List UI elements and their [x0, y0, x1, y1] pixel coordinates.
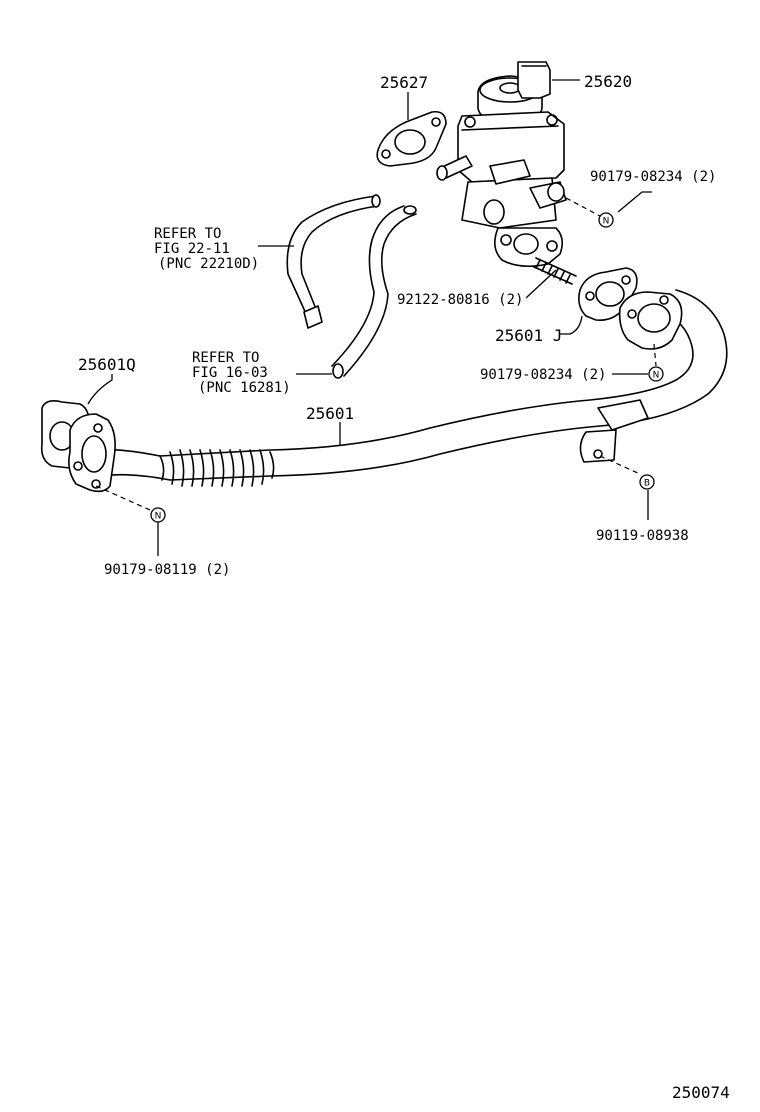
refer-note-1-line3: (PNC 22210D) [158, 256, 259, 272]
label-90119-08938: 90119-08938 [596, 528, 689, 544]
svg-text:B: B [644, 479, 650, 489]
label-25601j: 25601 J [495, 326, 562, 345]
label-25620: 25620 [584, 72, 632, 91]
refer-note-1-line1: REFER TO [154, 226, 221, 242]
label-90179-08119: 90179-08119 (2) [104, 562, 230, 578]
label-90179-08234-lower: 90179-08234 (2) [480, 367, 606, 383]
symbol-n-3: N [150, 507, 166, 523]
label-92122-80816: 92122-80816 (2) [397, 292, 523, 308]
symbol-n-2: N [648, 366, 664, 382]
svg-text:N: N [603, 217, 610, 227]
label-25601q: 25601Q [78, 355, 136, 374]
label-90179-08234-upper: 90179-08234 (2) [590, 169, 716, 185]
symbol-b: B [639, 474, 655, 490]
refer-note-2-line3: (PNC 16281) [198, 380, 291, 396]
label-25627: 25627 [380, 73, 428, 92]
figure-number: 250074 [672, 1083, 730, 1102]
symbol-n-1: N [598, 212, 614, 228]
refer-note-2-line1: REFER TO [192, 350, 259, 366]
hose-lower-drawing [331, 205, 417, 379]
gasket-25627-drawing [376, 110, 447, 167]
label-25601: 25601 [306, 404, 354, 423]
svg-text:N: N [155, 512, 162, 522]
egr-pipe-drawing [40, 289, 728, 493]
refer-note-1-line2: FIG 22-11 [154, 241, 230, 257]
hose-upper-drawing [286, 194, 381, 329]
refer-note-2-line2: FIG 16-03 [192, 365, 268, 381]
stud-bolt-drawing [531, 257, 577, 285]
leader-lines [87, 79, 657, 556]
egr-valve-drawing [436, 61, 567, 268]
svg-text:N: N [653, 371, 660, 381]
